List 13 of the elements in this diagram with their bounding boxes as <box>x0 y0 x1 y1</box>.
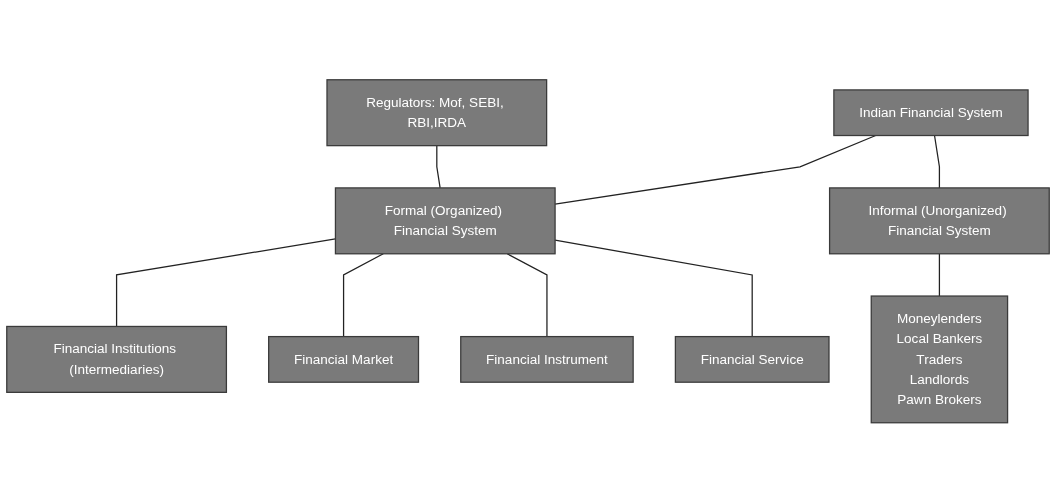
node-box: Financial Instrument <box>460 336 634 384</box>
connector <box>342 253 384 338</box>
node-box: Moneylenders Local Bankers Traders Landlords Pawn Brokers <box>870 295 1009 424</box>
node-box: Financial Institutions (Intermediaries) <box>6 326 228 394</box>
connector <box>938 253 941 297</box>
connector <box>933 135 941 189</box>
node-box: Regulators: Mof, SEBI, RBI,IRDA <box>326 79 548 147</box>
node-box: Formal (Organized) Financial System <box>334 187 556 255</box>
node-box: Financial Market <box>268 336 420 384</box>
connector <box>436 145 441 189</box>
node-box: Financial Service <box>674 336 830 384</box>
node-box: Indian Financial System <box>833 89 1029 137</box>
node-box: Informal (Unorganized) Financial System <box>828 187 1050 255</box>
